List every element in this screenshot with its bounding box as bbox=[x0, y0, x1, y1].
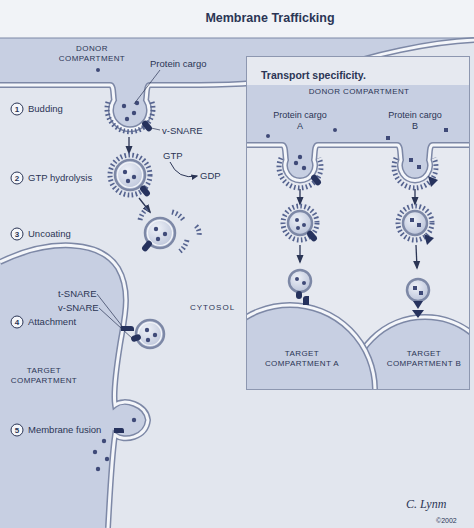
step-label: Uncoating bbox=[28, 228, 71, 239]
compartment-label: TARGET COMPARTMENT A bbox=[257, 349, 347, 369]
step-label: Attachment bbox=[28, 316, 76, 327]
compartment-label: DONOR COMPARTMENT bbox=[50, 44, 134, 64]
molecule-label: GTP bbox=[163, 150, 183, 161]
callout-label: t-SNARE bbox=[58, 288, 97, 299]
callout-number: 2 bbox=[15, 173, 19, 184]
target-compartment: TARGET COMPARTMENT A bbox=[257, 349, 347, 369]
callout-label: v-SNARE bbox=[162, 125, 203, 136]
compartment-label: DONOR COMPARTMENT bbox=[297, 87, 421, 97]
compartment-label: TARGET COMPARTMENT B bbox=[382, 349, 466, 369]
target-compartment: TARGET COMPARTMENT B bbox=[382, 349, 466, 369]
step-label: GTP hydrolysis bbox=[28, 172, 92, 183]
callout-number: 1 bbox=[15, 104, 19, 115]
region-label: CYTOSOL bbox=[190, 302, 235, 313]
diagram-title: Membrane Trafficking bbox=[138, 11, 402, 25]
molecule-label: GDP bbox=[200, 170, 221, 181]
callout-label: Protein cargo B bbox=[385, 110, 445, 132]
donor-compartment: DONOR COMPARTMENT bbox=[50, 44, 134, 64]
callout-label: Protein cargo A bbox=[270, 110, 330, 132]
donor-compartment: DONOR COMPARTMENT bbox=[297, 87, 421, 97]
step-label: Budding bbox=[28, 103, 63, 114]
callout-number: 5 bbox=[15, 425, 19, 436]
callout-number: 4 bbox=[15, 317, 19, 328]
target-compartment: TARGET COMPARTMENT bbox=[8, 366, 80, 386]
signature: C. Lynm bbox=[406, 499, 446, 510]
panel-title: Transport specificity. bbox=[247, 57, 469, 81]
callout-label: Protein cargo bbox=[150, 58, 207, 69]
step-label: Membrane fusion bbox=[28, 424, 101, 435]
copyright: ©2002 bbox=[436, 515, 457, 526]
callout-number: 3 bbox=[15, 229, 19, 240]
inset-panel: Transport specificity. DONOR COMPARTMENT T… bbox=[246, 56, 470, 390]
compartment-label: TARGET COMPARTMENT bbox=[8, 366, 80, 386]
callout-label: v-SNARE bbox=[58, 302, 99, 313]
